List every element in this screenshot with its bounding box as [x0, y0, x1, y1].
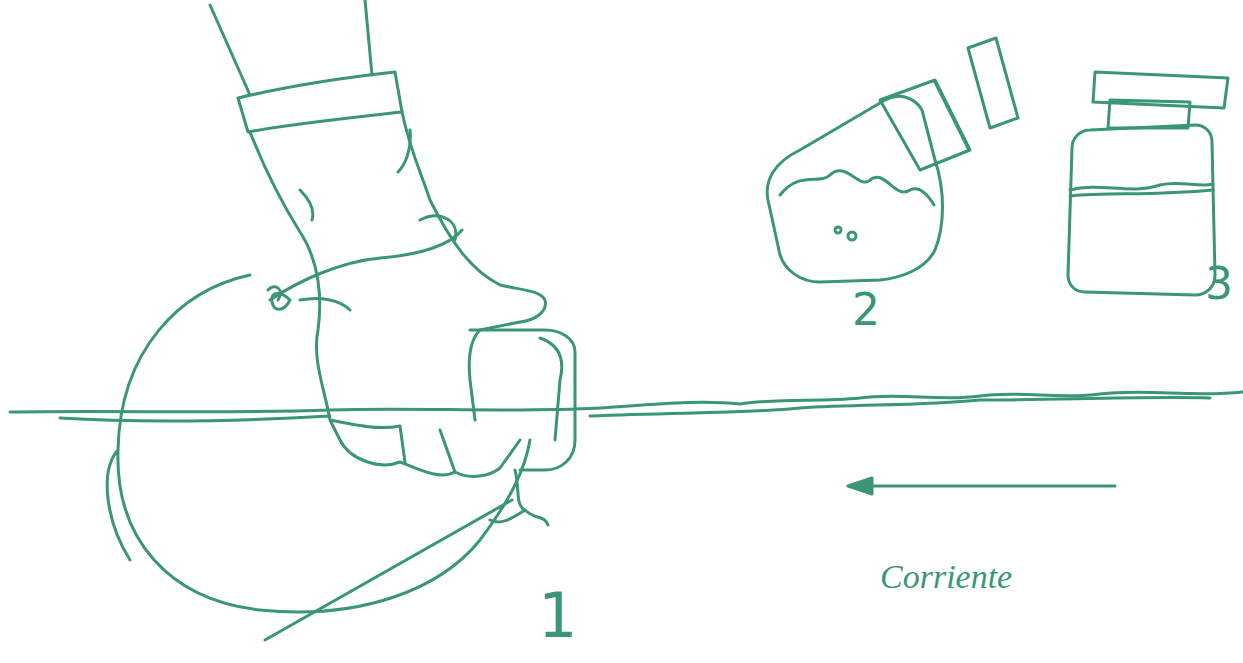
arrow-head: [848, 478, 872, 494]
string: [265, 293, 548, 640]
callout-number: 1: [538, 585, 577, 647]
flask-neck: [470, 330, 575, 470]
loose-cap: [968, 38, 1018, 128]
closed-jar: [1068, 125, 1215, 295]
glove-wrinkle: [268, 130, 462, 300]
jar-content: [1070, 183, 1213, 196]
current-arrow: [860, 485, 1115, 488]
water-ripple: [60, 397, 1210, 421]
jar-cap: [1093, 72, 1228, 128]
water-surface: [10, 392, 1243, 412]
glove: [250, 112, 545, 476]
callout-number: 2: [852, 288, 880, 332]
jar-lid: [880, 80, 970, 170]
bubble: [835, 227, 841, 233]
sampling-flask: [107, 275, 530, 612]
flow-label: Corriente: [880, 560, 1012, 594]
callout-number: 3: [1205, 262, 1233, 306]
bubble: [848, 232, 856, 240]
jar-content: [780, 171, 934, 205]
arm-sleeve: [210, 0, 372, 95]
open-jar: [767, 96, 942, 282]
glove-cuff: [238, 72, 402, 132]
